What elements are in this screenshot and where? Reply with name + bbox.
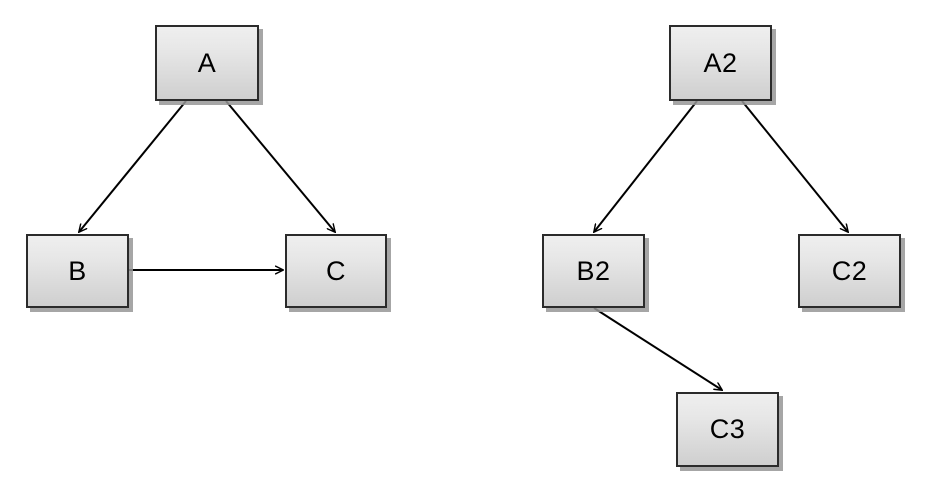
- node-label: C: [326, 255, 346, 286]
- node-c[interactable]: C: [285, 234, 387, 308]
- node-label: C2: [831, 255, 868, 286]
- edge-a-to-c: [225, 100, 335, 232]
- node-c2[interactable]: C2: [798, 234, 901, 308]
- edge-a-to-b: [79, 100, 187, 232]
- edge-a2-to-c2: [741, 100, 848, 232]
- node-b2[interactable]: B2: [542, 234, 645, 308]
- node-label: B2: [576, 255, 611, 286]
- edge-a2-to-b2: [594, 100, 698, 232]
- node-label: C3: [709, 414, 746, 444]
- edge-b2-to-c3: [593, 307, 722, 390]
- node-label: A: [197, 47, 217, 78]
- node-label: A2: [703, 47, 738, 78]
- node-c3[interactable]: C3: [676, 392, 779, 467]
- node-a2[interactable]: A2: [669, 25, 772, 101]
- node-label: B: [68, 255, 87, 286]
- node-a[interactable]: A: [155, 25, 259, 101]
- edges-group: [79, 100, 848, 390]
- node-b[interactable]: B: [26, 234, 129, 308]
